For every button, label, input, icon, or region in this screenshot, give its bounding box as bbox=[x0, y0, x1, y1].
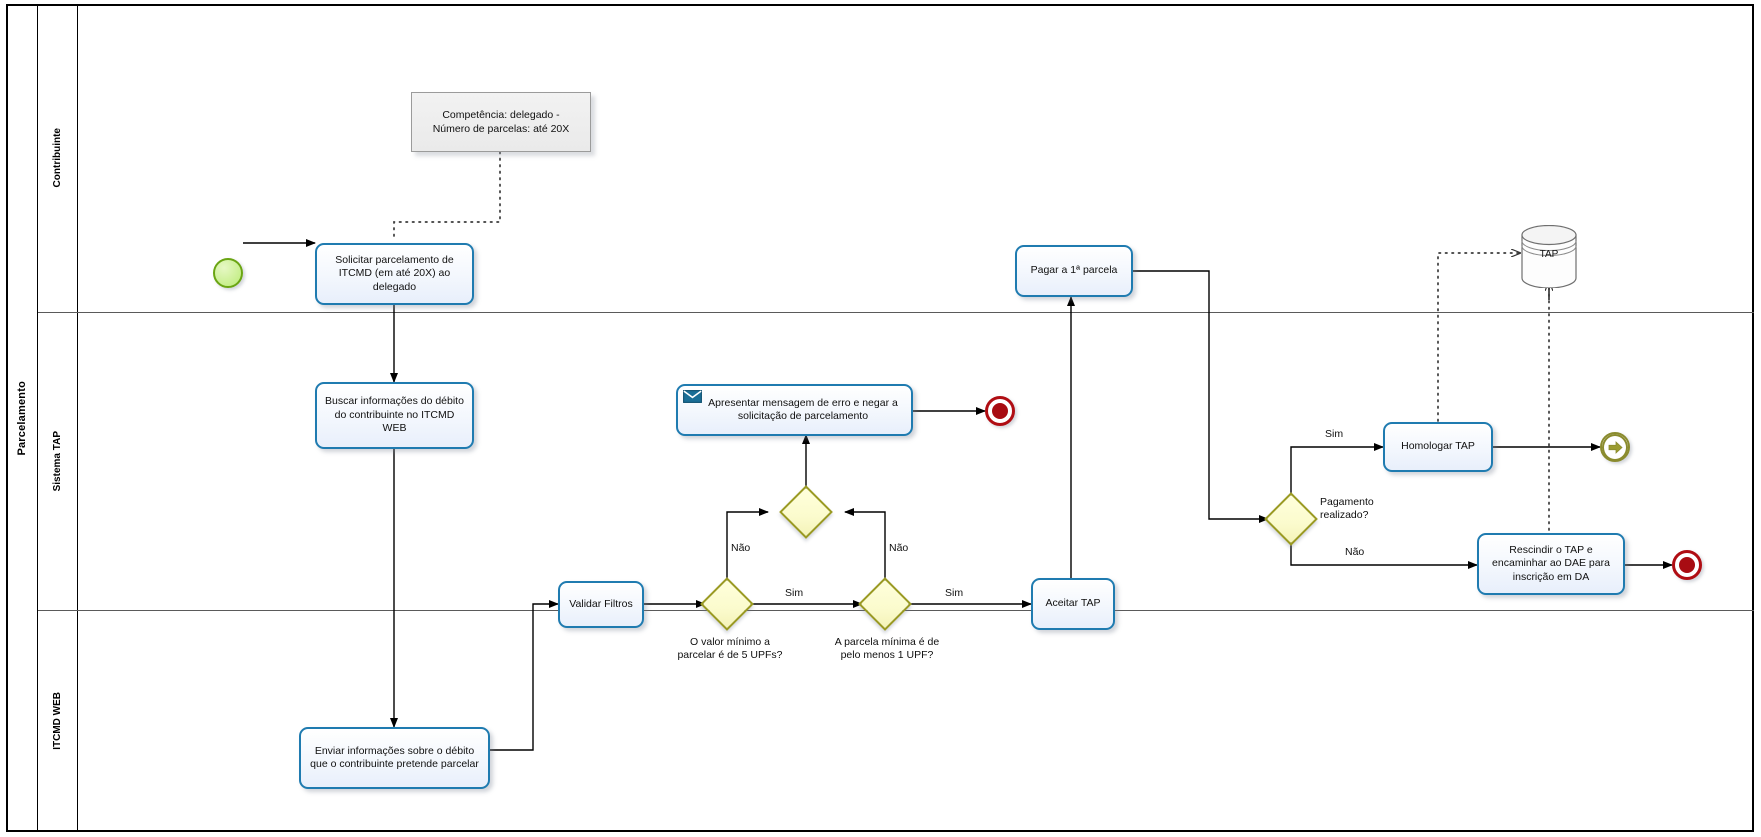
task-rescindir-tap[interactable]: Rescindir o TAP e encaminhar ao DAE para… bbox=[1477, 533, 1625, 595]
flow-label-nao-parcela-minima: Não bbox=[889, 542, 909, 554]
task-apresentar-mensagem-erro-label: Apresentar mensagem de erro e negar a so… bbox=[708, 396, 898, 422]
flow-label-sim-valor-minimo: Sim bbox=[785, 587, 804, 599]
gateway-valor-minimo-label: O valor mínimo a parcelar é de 5 UPFs? bbox=[677, 636, 783, 662]
flow-label-sim-pagamento: Sim bbox=[1325, 428, 1344, 440]
start-event[interactable] bbox=[213, 258, 243, 288]
flow-label-nao-valor-minimo: Não bbox=[731, 542, 751, 554]
task-buscar-informacoes-label: Buscar informações do débito do contribu… bbox=[325, 395, 464, 435]
link-arrow-icon bbox=[1602, 433, 1628, 461]
pool-title: Parcelamento bbox=[6, 4, 38, 832]
lane-separator-1 bbox=[38, 312, 1754, 313]
task-homologar-tap-label: Homologar TAP bbox=[1401, 440, 1475, 453]
envelope-icon bbox=[683, 390, 702, 403]
flow-label-sim-parcela-minima: Sim bbox=[945, 587, 964, 599]
pool-title-label: Parcelamento bbox=[15, 380, 28, 456]
task-aceitar-tap[interactable]: Aceitar TAP bbox=[1031, 578, 1115, 630]
task-buscar-informacoes[interactable]: Buscar informações do débito do contribu… bbox=[315, 382, 474, 449]
task-enviar-informacoes[interactable]: Enviar informações sobre o débito que o … bbox=[299, 727, 490, 789]
annotation-competencia: Competência: delegado - Número de parcel… bbox=[411, 92, 591, 152]
datastore-tap-label: TAP bbox=[1539, 249, 1559, 260]
task-pagar-primeira-parcela-label: Pagar a 1ª parcela bbox=[1030, 264, 1118, 277]
pool-parcelamento bbox=[6, 4, 1754, 832]
lane-label-contribuinte: Contribuinte bbox=[52, 128, 63, 188]
lane-label-itcmd-web: ITCMD WEB bbox=[52, 692, 63, 750]
task-aceitar-tap-label: Aceitar TAP bbox=[1045, 597, 1101, 610]
lane-header-contribuinte: Contribuinte bbox=[38, 4, 78, 312]
flow-label-nao-pagamento: Não bbox=[1345, 546, 1365, 558]
datastore-tap: TAP bbox=[1520, 224, 1578, 289]
lane-header-sistema-tap: Sistema TAP bbox=[38, 312, 78, 610]
task-validar-filtros-label: Validar Filtros bbox=[569, 597, 633, 610]
link-event-homologado[interactable] bbox=[1600, 432, 1630, 462]
task-pagar-primeira-parcela[interactable]: Pagar a 1ª parcela bbox=[1015, 245, 1133, 297]
task-validar-filtros[interactable]: Validar Filtros bbox=[558, 581, 644, 628]
end-event-rescindir[interactable] bbox=[1672, 550, 1702, 580]
lane-header-itcmd-web: ITCMD WEB bbox=[38, 610, 78, 832]
task-solicitar-parcelamento-label: Solicitar parcelamento de ITCMD (em até … bbox=[335, 253, 454, 293]
task-apresentar-mensagem-erro[interactable]: Apresentar mensagem de erro e negar a so… bbox=[676, 384, 913, 436]
annotation-competencia-text: Competência: delegado - Número de parcel… bbox=[432, 108, 570, 135]
gateway-pagamento-realizado-label: Pagamento realizado? bbox=[1320, 496, 1374, 522]
gateway-parcela-minima-label: A parcela mínima é de pelo menos 1 UPF? bbox=[834, 636, 940, 662]
task-homologar-tap[interactable]: Homologar TAP bbox=[1383, 422, 1493, 472]
end-event-negar[interactable] bbox=[985, 396, 1015, 426]
task-rescindir-tap-label: Rescindir o TAP e encaminhar ao DAE para… bbox=[1492, 543, 1610, 583]
task-solicitar-parcelamento[interactable]: Solicitar parcelamento de ITCMD (em até … bbox=[315, 243, 474, 305]
task-enviar-informacoes-label: Enviar informações sobre o débito que o … bbox=[310, 744, 479, 770]
lane-label-sistema-tap: Sistema TAP bbox=[52, 430, 63, 492]
